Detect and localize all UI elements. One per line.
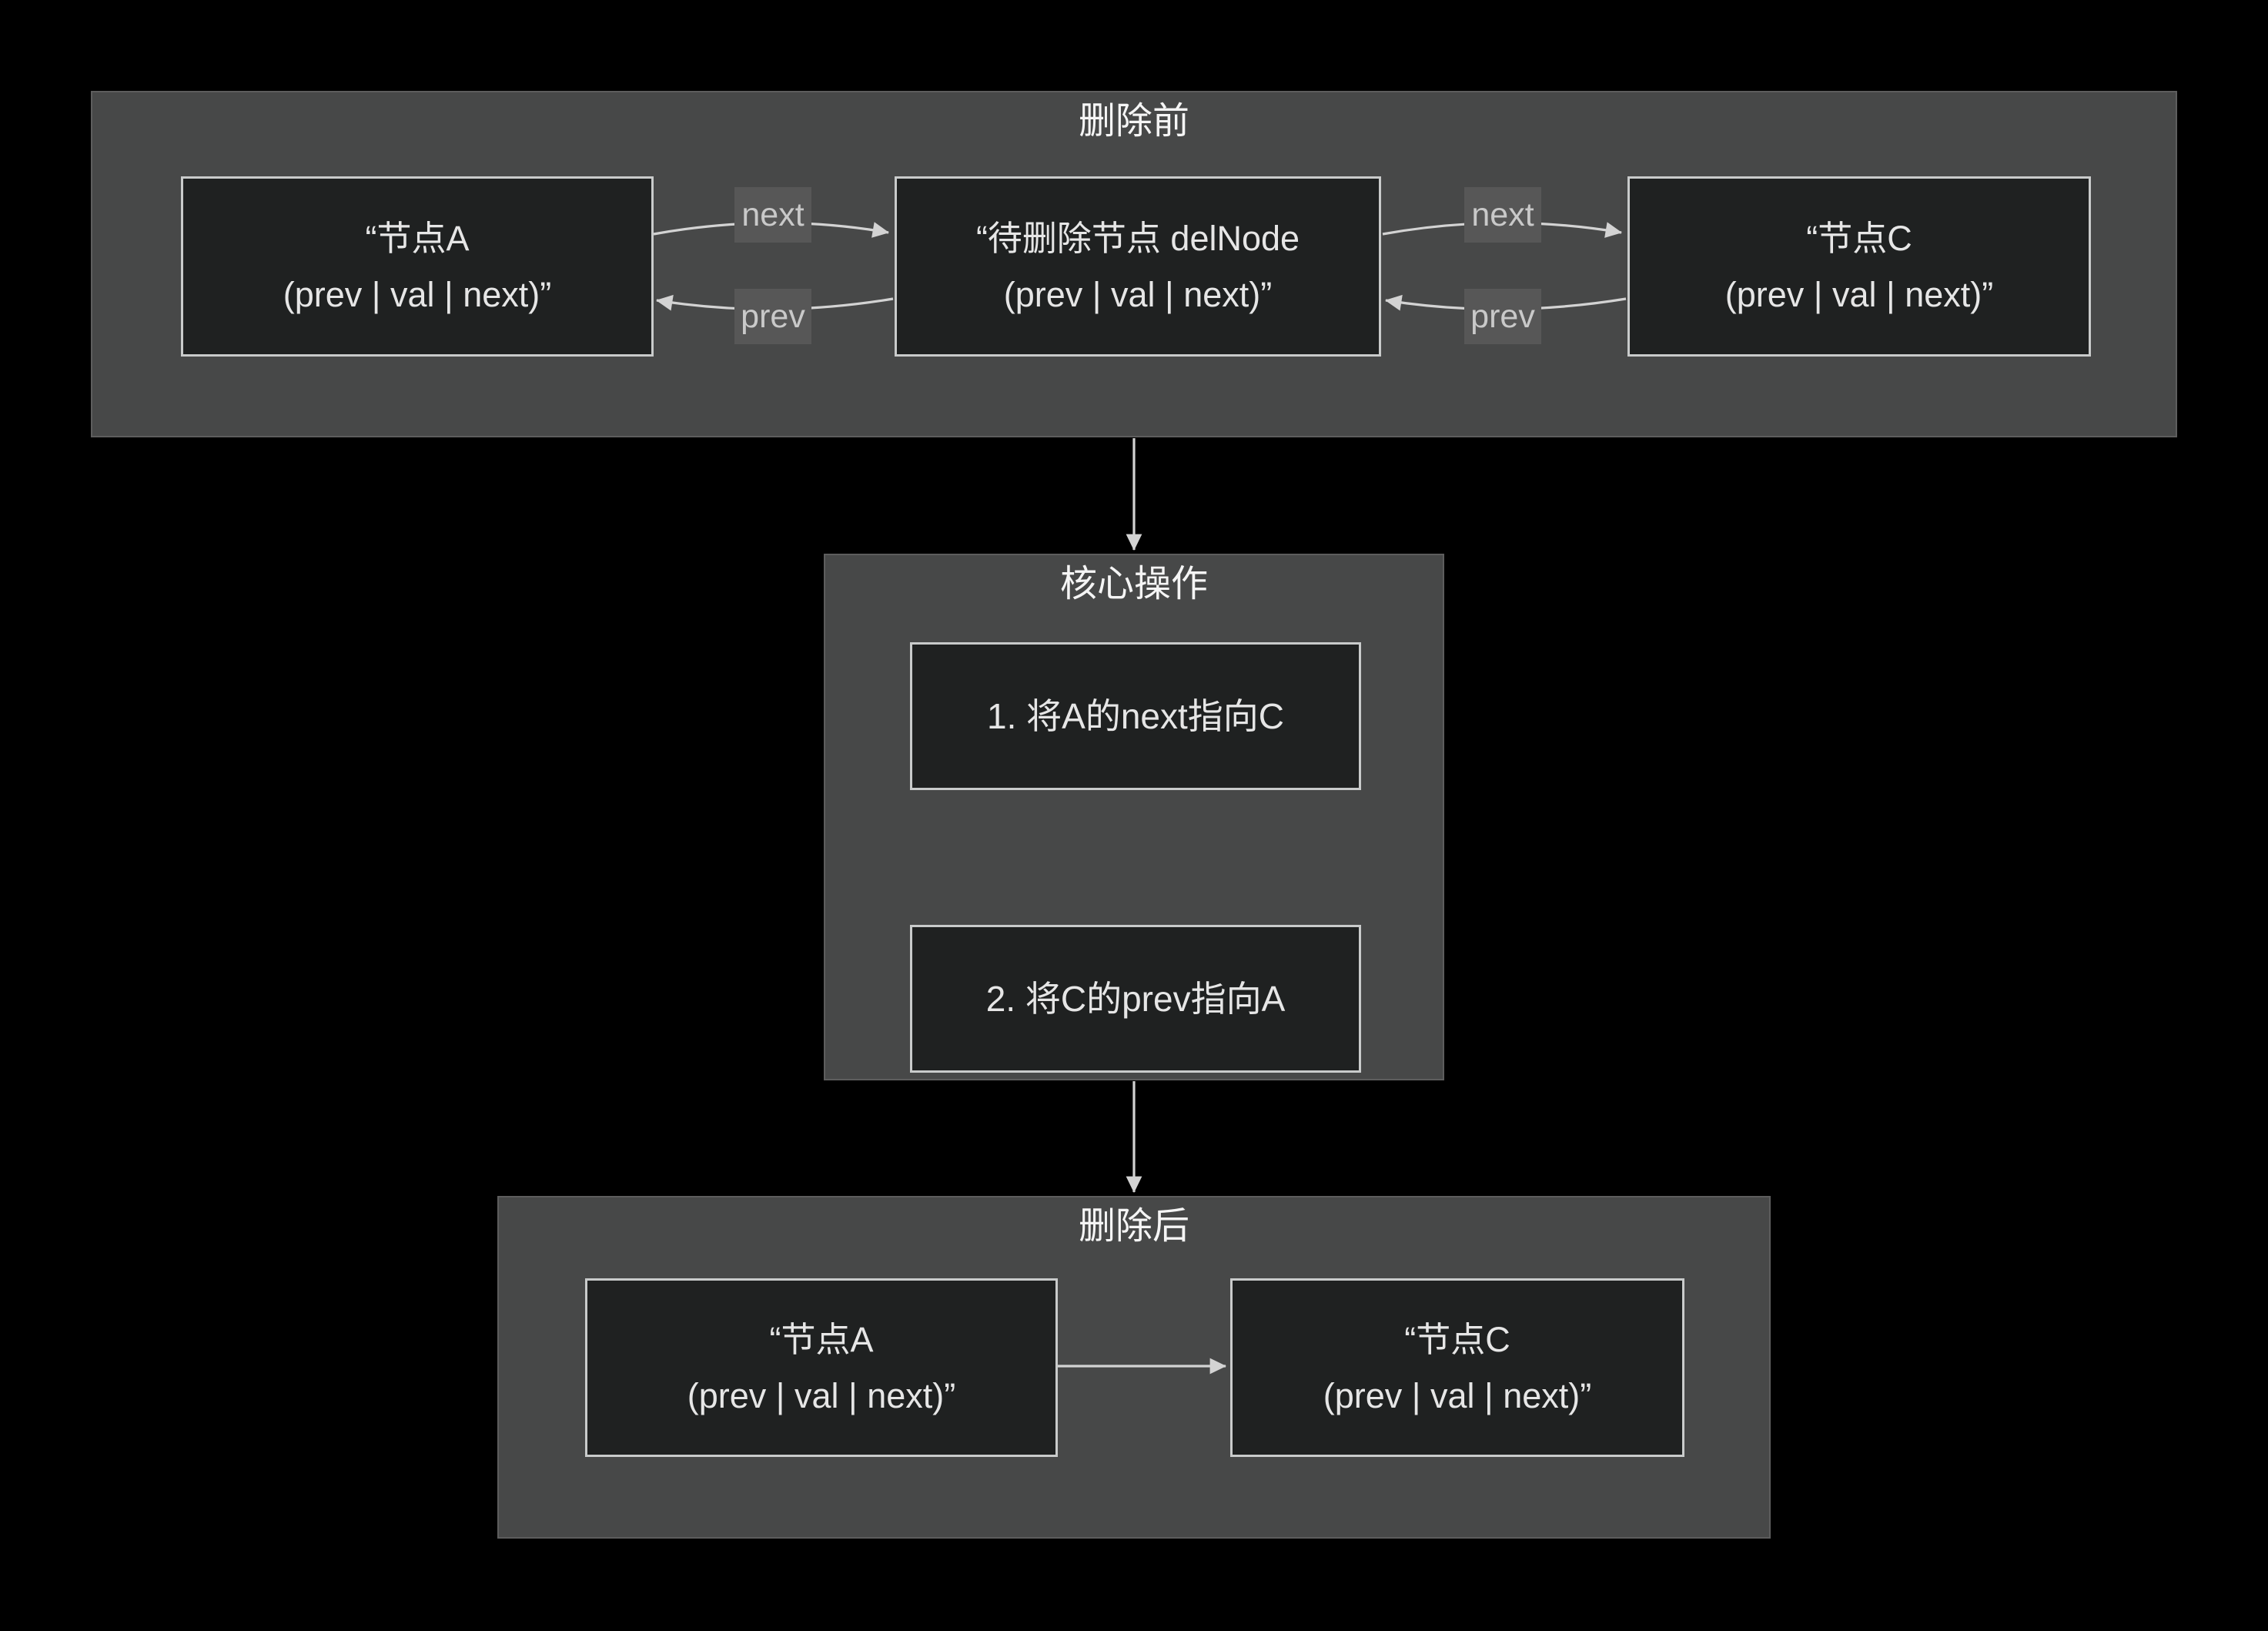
node-a-before-fields: (prev | val | next)”	[283, 275, 552, 314]
node-a-after-name: “节点A	[769, 1320, 874, 1359]
node-a-before: “节点A (prev | val | next)”	[181, 176, 654, 357]
node-c-after: “节点C (prev | val | next)”	[1230, 1278, 1684, 1457]
node-c-before-name: “节点C	[1806, 219, 1912, 258]
cluster-after-deletion: 删除后 “节点A (prev | val | next)” “节点C (prev…	[497, 1196, 1771, 1539]
op-step-2: 2. 将C的prev指向A	[910, 925, 1361, 1073]
op-step-1: 1. 将A的next指向C	[910, 642, 1361, 790]
node-delnode-name: “待删除节点 delNode	[975, 219, 1300, 258]
node-delnode-fields: (prev | val | next)”	[1003, 275, 1273, 314]
edge-label-next-right: next	[1464, 187, 1541, 243]
cluster-before-deletion: 删除前 “节点A (prev | val | next)” “待删除节点 del…	[91, 91, 2177, 437]
cluster-core-operations: 核心操作 1. 将A的next指向C 2. 将C的prev指向A	[824, 554, 1444, 1080]
op-step-1-label: 1. 将A的next指向C	[987, 696, 1284, 736]
edge-label-next-left: next	[734, 187, 811, 243]
cluster-before-title: 删除前	[1078, 101, 1189, 142]
cluster-after-title: 删除后	[1078, 1206, 1189, 1247]
node-c-before: “节点C (prev | val | next)”	[1627, 176, 2091, 357]
op-step-2-label: 2. 将C的prev指向A	[985, 979, 1286, 1019]
node-c-after-name: “节点C	[1404, 1320, 1510, 1359]
node-delnode: “待删除节点 delNode (prev | val | next)”	[895, 176, 1381, 357]
edge-label-prev-right: prev	[1464, 289, 1541, 344]
node-a-after: “节点A (prev | val | next)”	[585, 1278, 1058, 1457]
node-c-after-fields: (prev | val | next)”	[1323, 1376, 1592, 1415]
node-c-before-fields: (prev | val | next)”	[1724, 275, 1994, 314]
edge-label-prev-left: prev	[734, 289, 811, 344]
cluster-ops-title: 核心操作	[1059, 564, 1208, 605]
node-a-before-name: “节点A	[365, 219, 470, 258]
node-a-after-fields: (prev | val | next)”	[687, 1376, 956, 1415]
